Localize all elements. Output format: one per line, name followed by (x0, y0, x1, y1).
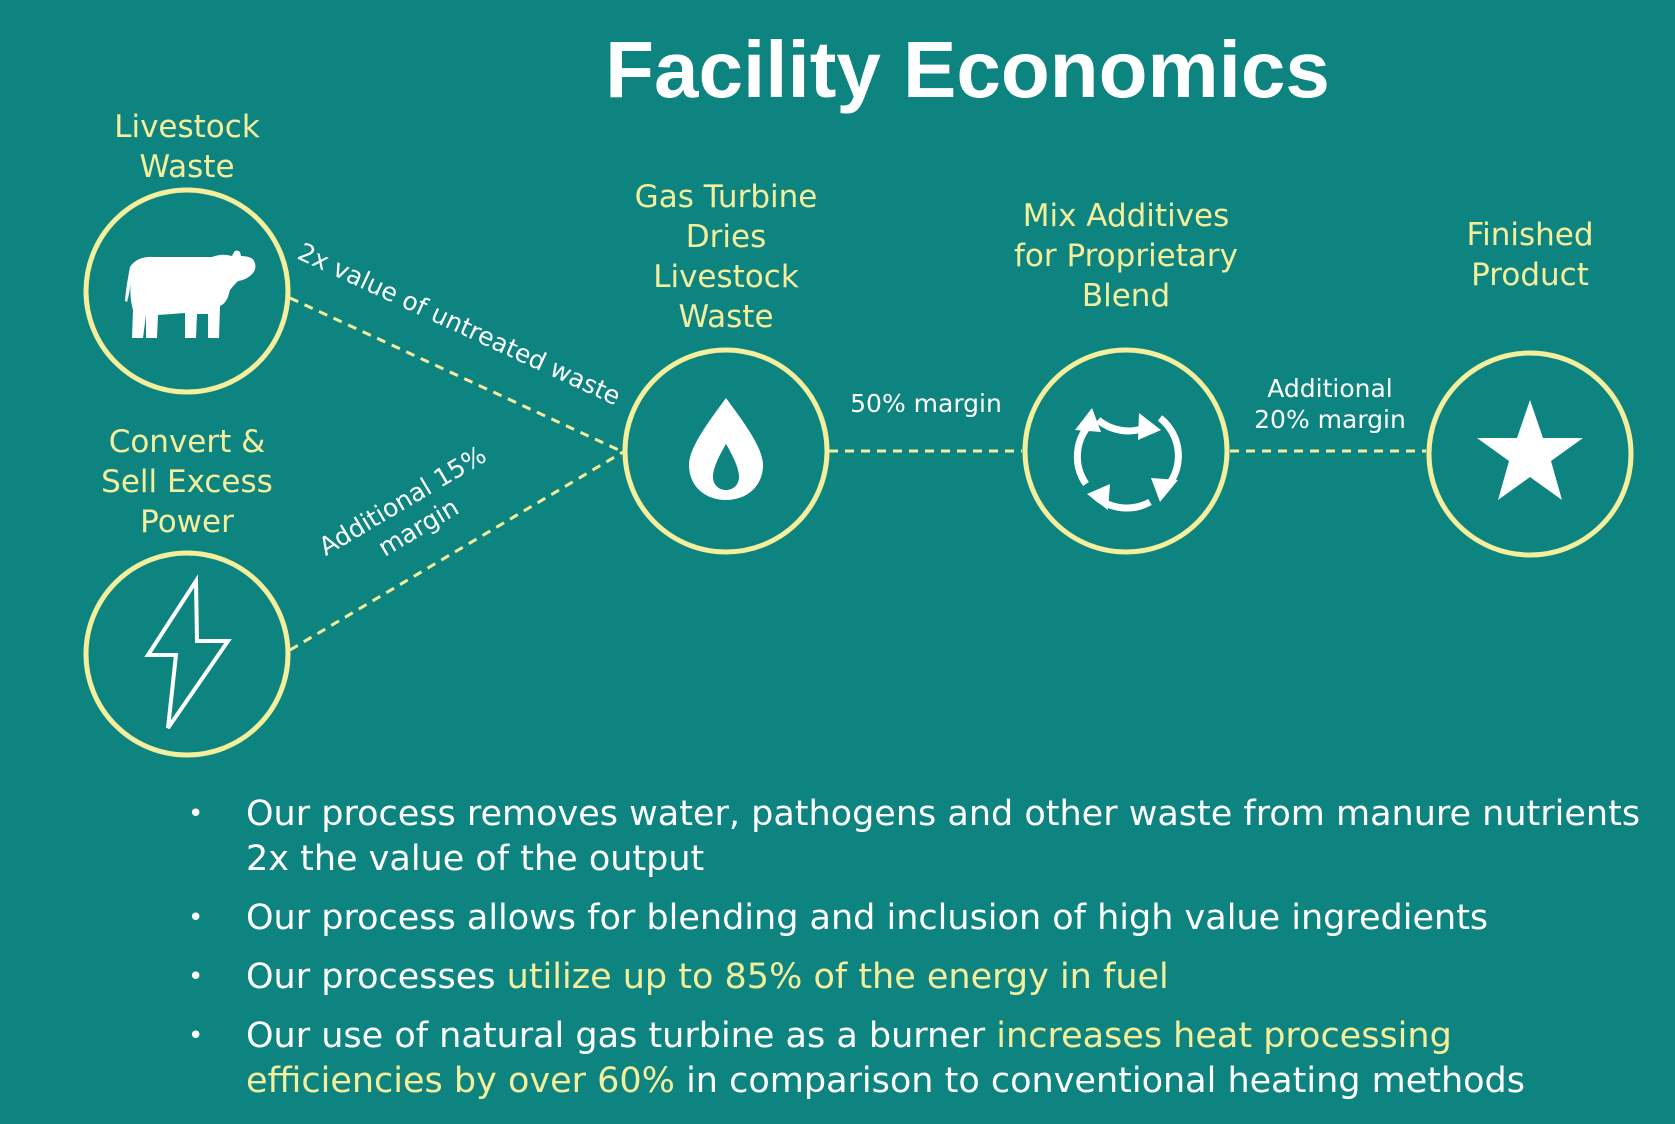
bullet-dot: • (188, 962, 204, 992)
flame-drop-icon (689, 398, 763, 500)
edge-livestock-turbine (289, 296, 624, 454)
bullet-dot: • (188, 1021, 204, 1051)
edge-label-turbine-mix: 50% margin (850, 389, 1002, 418)
bullet-item: • Our use of natural gas turbine as a bu… (188, 1016, 1526, 1101)
recycle-arrowheads (1075, 408, 1178, 510)
edge-label-livestock-turbine: 2x value of untreated waste (293, 237, 625, 411)
bullet-list: • Our process removes water, pathogens a… (188, 792, 1658, 1118)
star-icon (1477, 400, 1583, 500)
node-label-mix: Mix Additives for Proprietary Blend (1013, 198, 1238, 314)
node-label-power: Convert & Sell Excess Power (101, 424, 273, 540)
cow-icon (125, 250, 256, 338)
bullet-dot: • (188, 799, 204, 829)
page-title: Facility Economics (605, 25, 1330, 114)
edge-power-turbine (289, 450, 624, 652)
node-label-finished: Finished Product (1466, 217, 1594, 293)
node-finished-circle (1426, 350, 1634, 558)
node-turbine-circle (622, 347, 830, 555)
node-livestock-circle (83, 187, 291, 395)
node-label-turbine: Gas Turbine Dries Livestock Waste (634, 179, 818, 335)
edge-label-mix-finished: Additional 20% margin (1254, 374, 1406, 434)
bullet-item: • Our processes utilize up to 85% of the… (188, 955, 1658, 1000)
node-power-circle (83, 550, 291, 758)
bullet-item: • Our process removes water, pathogens a… (188, 794, 1641, 879)
lightning-icon (144, 574, 232, 730)
bullet-dot: • (188, 903, 204, 933)
node-mix-circle (1022, 347, 1230, 555)
bullet-item: • Our process allows for blending and in… (188, 896, 1658, 941)
node-label-livestock: Livestock Waste (114, 109, 260, 185)
